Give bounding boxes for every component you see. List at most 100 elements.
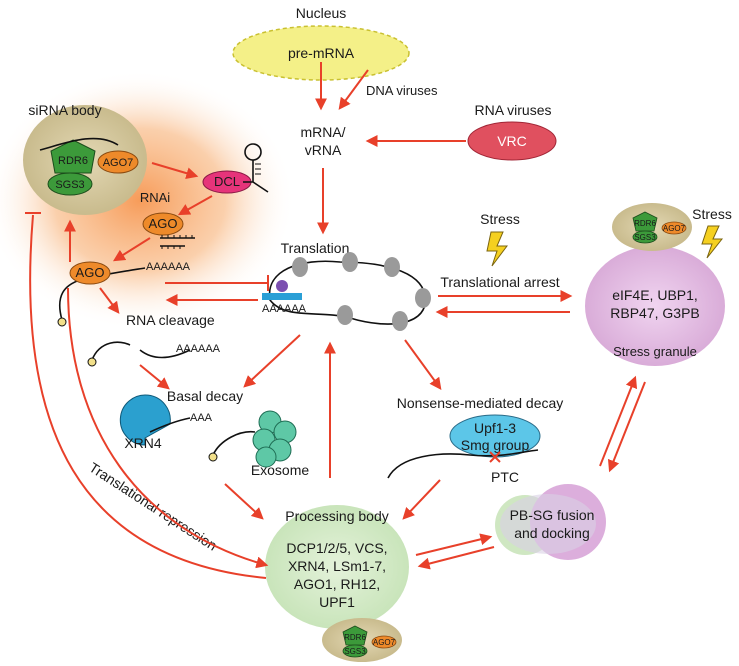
cap-binding-complex [262,293,302,300]
arrow-decay-to-pb [224,483,264,520]
pb-sg-fusion: PB-SG fusion and docking [495,484,606,560]
hairpin-stem [243,160,269,193]
arrow-nmd-to-pb [402,479,441,520]
ribosome-5 [392,311,408,331]
arrow-pb-to-pbsg [415,533,493,556]
sg-components-line2: RBP47, G3PB [610,305,700,321]
nmd-rna [387,449,539,479]
arrow-pbsg-to-pb [417,546,495,570]
stress-label-center: Stress [480,211,520,227]
processing-body-label: Processing body [285,508,389,524]
xrn4-label: XRN4 [124,435,162,451]
translation-label: Translation [281,240,350,256]
processing-body: Processing body DCP1/2/5, VCS, XRN4, LSm… [265,505,409,629]
arrow-translational-repression [67,287,269,569]
dna-viruses-label: DNA viruses [366,83,438,98]
arrow-dcl-to-ago [177,195,213,216]
upf-complex: Upf1-3 Smg group PTC [387,414,541,485]
arrow-cleavage-to-basaldecay [139,364,170,390]
cleaved-fragment-3prime [139,349,191,359]
translational-arrest-label: Translational arrest [440,274,559,290]
hairpin-bases [255,163,261,175]
ago-rnai-node: AGO [142,212,195,249]
arrows [25,62,646,579]
xrn4-node: XRN4 AAA [119,394,213,451]
sgs3-mini-label-pb: SGS3 [344,647,366,656]
polysome: AAAAAA [262,252,431,331]
translational-repression-label: Translational repression [86,459,220,554]
ptc-x-icon [489,451,501,463]
nucleus-label: Nucleus [296,5,347,21]
ribosome-1 [292,257,308,277]
polya-cleaved-label: AAAAAA [176,343,221,355]
ago-target-node: AGO AAAAAA [57,261,191,327]
ago7-label: AGO7 [103,157,134,169]
rdr6-mini-label-sg: RDR6 [634,219,656,228]
arrow-translation-to-basaldecay [243,334,301,388]
hairpin-loop [244,143,262,161]
sirna-duplex [160,237,195,247]
sg-components-line1: eIF4E, UBP1, [612,287,698,303]
rnai-label: RNAi [140,190,170,205]
inhibit-pb-to-sirnabody [29,214,267,579]
ago7-mini-label-sg: AGO7 [663,224,686,233]
cap-icon-exosome [208,452,218,462]
arrow-sg-to-pbsg [607,381,646,473]
vrc-label: VRC [497,133,527,149]
mrna-label-line1: mRNA/ [300,124,345,140]
arrow-dnaviruses-to-mrna [338,69,369,110]
arrow-ago-to-target [112,237,151,262]
arrow-translation-to-nmd [404,339,442,390]
rna-cleavage-label: RNA cleavage [126,312,215,328]
pre-mrna-label: pre-mRNA [288,45,355,61]
basal-decay-label: Basal decay [167,388,243,404]
cleaved-fragment-5prime [91,341,131,361]
nucleus: Nucleus pre-mRNA [232,5,410,81]
upf-label-line2: Smg group [461,437,530,453]
arrow-ago-to-cleavage [99,287,120,314]
stress-granule-label: Stress granule [613,344,697,359]
ribosome-3 [384,257,400,277]
stress-label-sg: Stress [692,206,732,222]
ribosome-4 [415,288,431,308]
lightning-icon-sg [701,225,724,259]
aaa-label: AAA [190,412,213,424]
polya-polysome-label: AAAAAA [262,303,307,315]
cap-icon-cleaved [87,357,97,367]
ago-target-label: AGO [76,265,105,280]
rdr6-label: RDR6 [58,155,88,167]
lightning-icon-center [486,231,508,267]
ptc-label: PTC [491,469,519,485]
mrna-label-line2: vRNA [305,142,342,158]
ago-rnai-label: AGO [149,216,178,231]
rdr6-mini-label-pb: RDR6 [344,633,366,642]
pb-components-line2: XRN4, LSm1-7, [288,558,386,574]
arrow-pbsg-to-sg [599,375,638,467]
pbsg-label-line1: PB-SG fusion [510,507,595,523]
rna-viruses-label: RNA viruses [474,102,551,118]
pbsg-label-line2: and docking [514,525,590,541]
dcl-label: DCL [214,174,240,189]
sirna-body-label: siRNA body [28,102,101,118]
sirna-bases [161,235,193,249]
arrow-sirnabody-to-dcl [151,162,199,180]
xrn4-rna [149,417,191,433]
vrc-node: VRC [467,121,557,161]
pb-components-line3: AGO1, RH12, [294,576,380,592]
pb-components-line4: UPF1 [319,594,355,610]
upf-label-line1: Upf1-3 [474,420,516,436]
exosome-label: Exosome [251,462,310,478]
ribosome-6 [337,305,353,325]
sirna-body: siRNA body RDR6 SGS3 AGO7 [23,102,147,215]
sgs3-mini-label-sg: SGS3 [634,233,656,242]
pb-components-line1: DCP1/2/5, VCS, [286,540,387,556]
cap-icon [57,317,67,327]
nmd-label: Nonsense-mediated decay [397,395,564,411]
exosome-node: Exosome [208,410,310,478]
polya-target-label: AAAAAA [146,261,191,273]
ribosome-2 [342,252,358,272]
ago7-node [97,150,139,174]
sg-sirna-body-mini: RDR6 SGS3 AGO7 [612,203,692,251]
dcl-node: DCL [202,143,269,194]
